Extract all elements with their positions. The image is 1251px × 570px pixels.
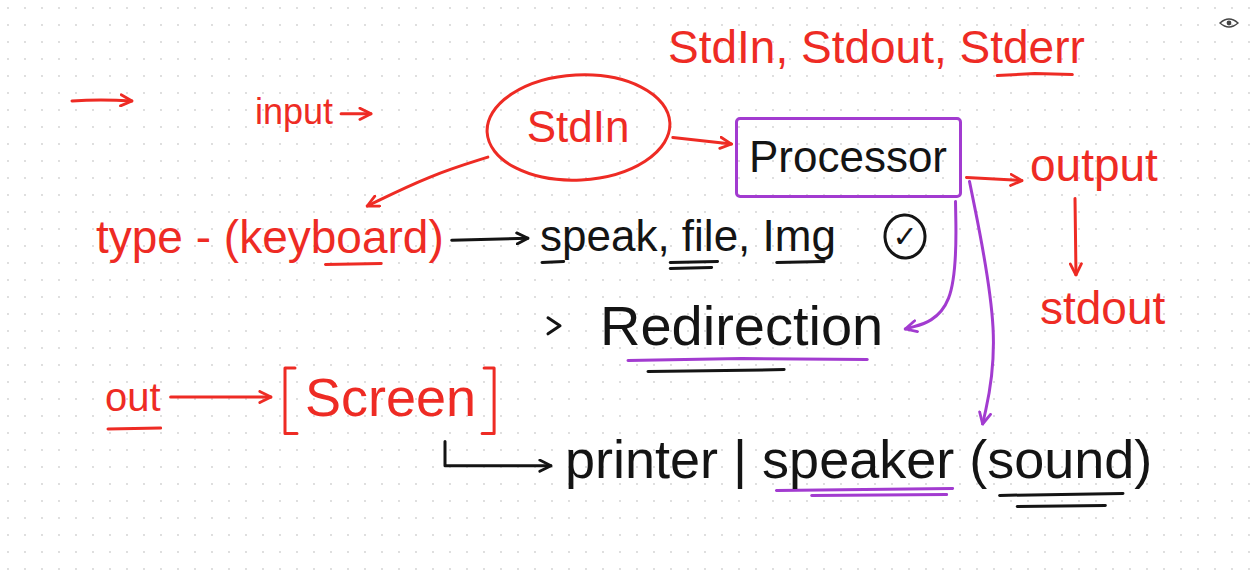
redirect-arrow bbox=[970, 182, 994, 425]
heading-text: StdIn, Stdout, Stderr bbox=[668, 22, 1085, 73]
note-text: speak, file, Img bbox=[540, 212, 836, 260]
ellipse-outline bbox=[484, 70, 672, 184]
pointer-arrow bbox=[367, 157, 488, 206]
eye-outline bbox=[1220, 19, 1238, 27]
underline bbox=[108, 428, 161, 429]
underline bbox=[1017, 505, 1105, 506]
underline bbox=[325, 264, 381, 265]
bracket bbox=[285, 368, 297, 433]
underline bbox=[628, 359, 867, 361]
flow-arrow bbox=[673, 138, 732, 145]
bracket bbox=[482, 368, 494, 433]
check-circle: ✓ bbox=[883, 213, 927, 260]
eye-pupil bbox=[1227, 21, 1232, 26]
note-text: type - (keyboard) bbox=[96, 212, 444, 263]
underline bbox=[777, 261, 824, 262]
term-text: Redirection bbox=[600, 295, 883, 357]
underline bbox=[997, 74, 1072, 76]
underline bbox=[670, 261, 717, 262]
underline bbox=[648, 370, 784, 372]
flow-label: output bbox=[1030, 140, 1158, 191]
flow-label: stdout bbox=[1040, 283, 1165, 334]
branch-arrow bbox=[445, 441, 551, 465]
underline bbox=[542, 261, 564, 262]
pointer-arrow bbox=[171, 396, 271, 399]
ellipse-outline bbox=[884, 213, 926, 258]
underline bbox=[1000, 493, 1123, 495]
stray-arrow bbox=[72, 100, 132, 101]
process-box: Processor bbox=[735, 117, 962, 198]
underline bbox=[670, 267, 711, 268]
chevron-mark bbox=[548, 318, 560, 334]
underline bbox=[812, 494, 947, 495]
pointer-arrow bbox=[341, 112, 371, 115]
output-arrow bbox=[967, 178, 1023, 181]
pointer-arrow bbox=[452, 238, 528, 240]
flow-label: input bbox=[255, 92, 333, 132]
node-text: Processor bbox=[749, 133, 947, 181]
stream-circle: StdIn bbox=[485, 73, 672, 182]
device-text: printer | speaker (sound) bbox=[565, 430, 1152, 489]
eye-icon bbox=[1220, 19, 1238, 27]
node-text: StdIn bbox=[527, 103, 630, 151]
flow-label: out bbox=[105, 375, 161, 419]
output-arrow bbox=[1075, 199, 1076, 275]
node-text: ✓ bbox=[892, 220, 917, 253]
device-text: Screen bbox=[305, 368, 476, 427]
